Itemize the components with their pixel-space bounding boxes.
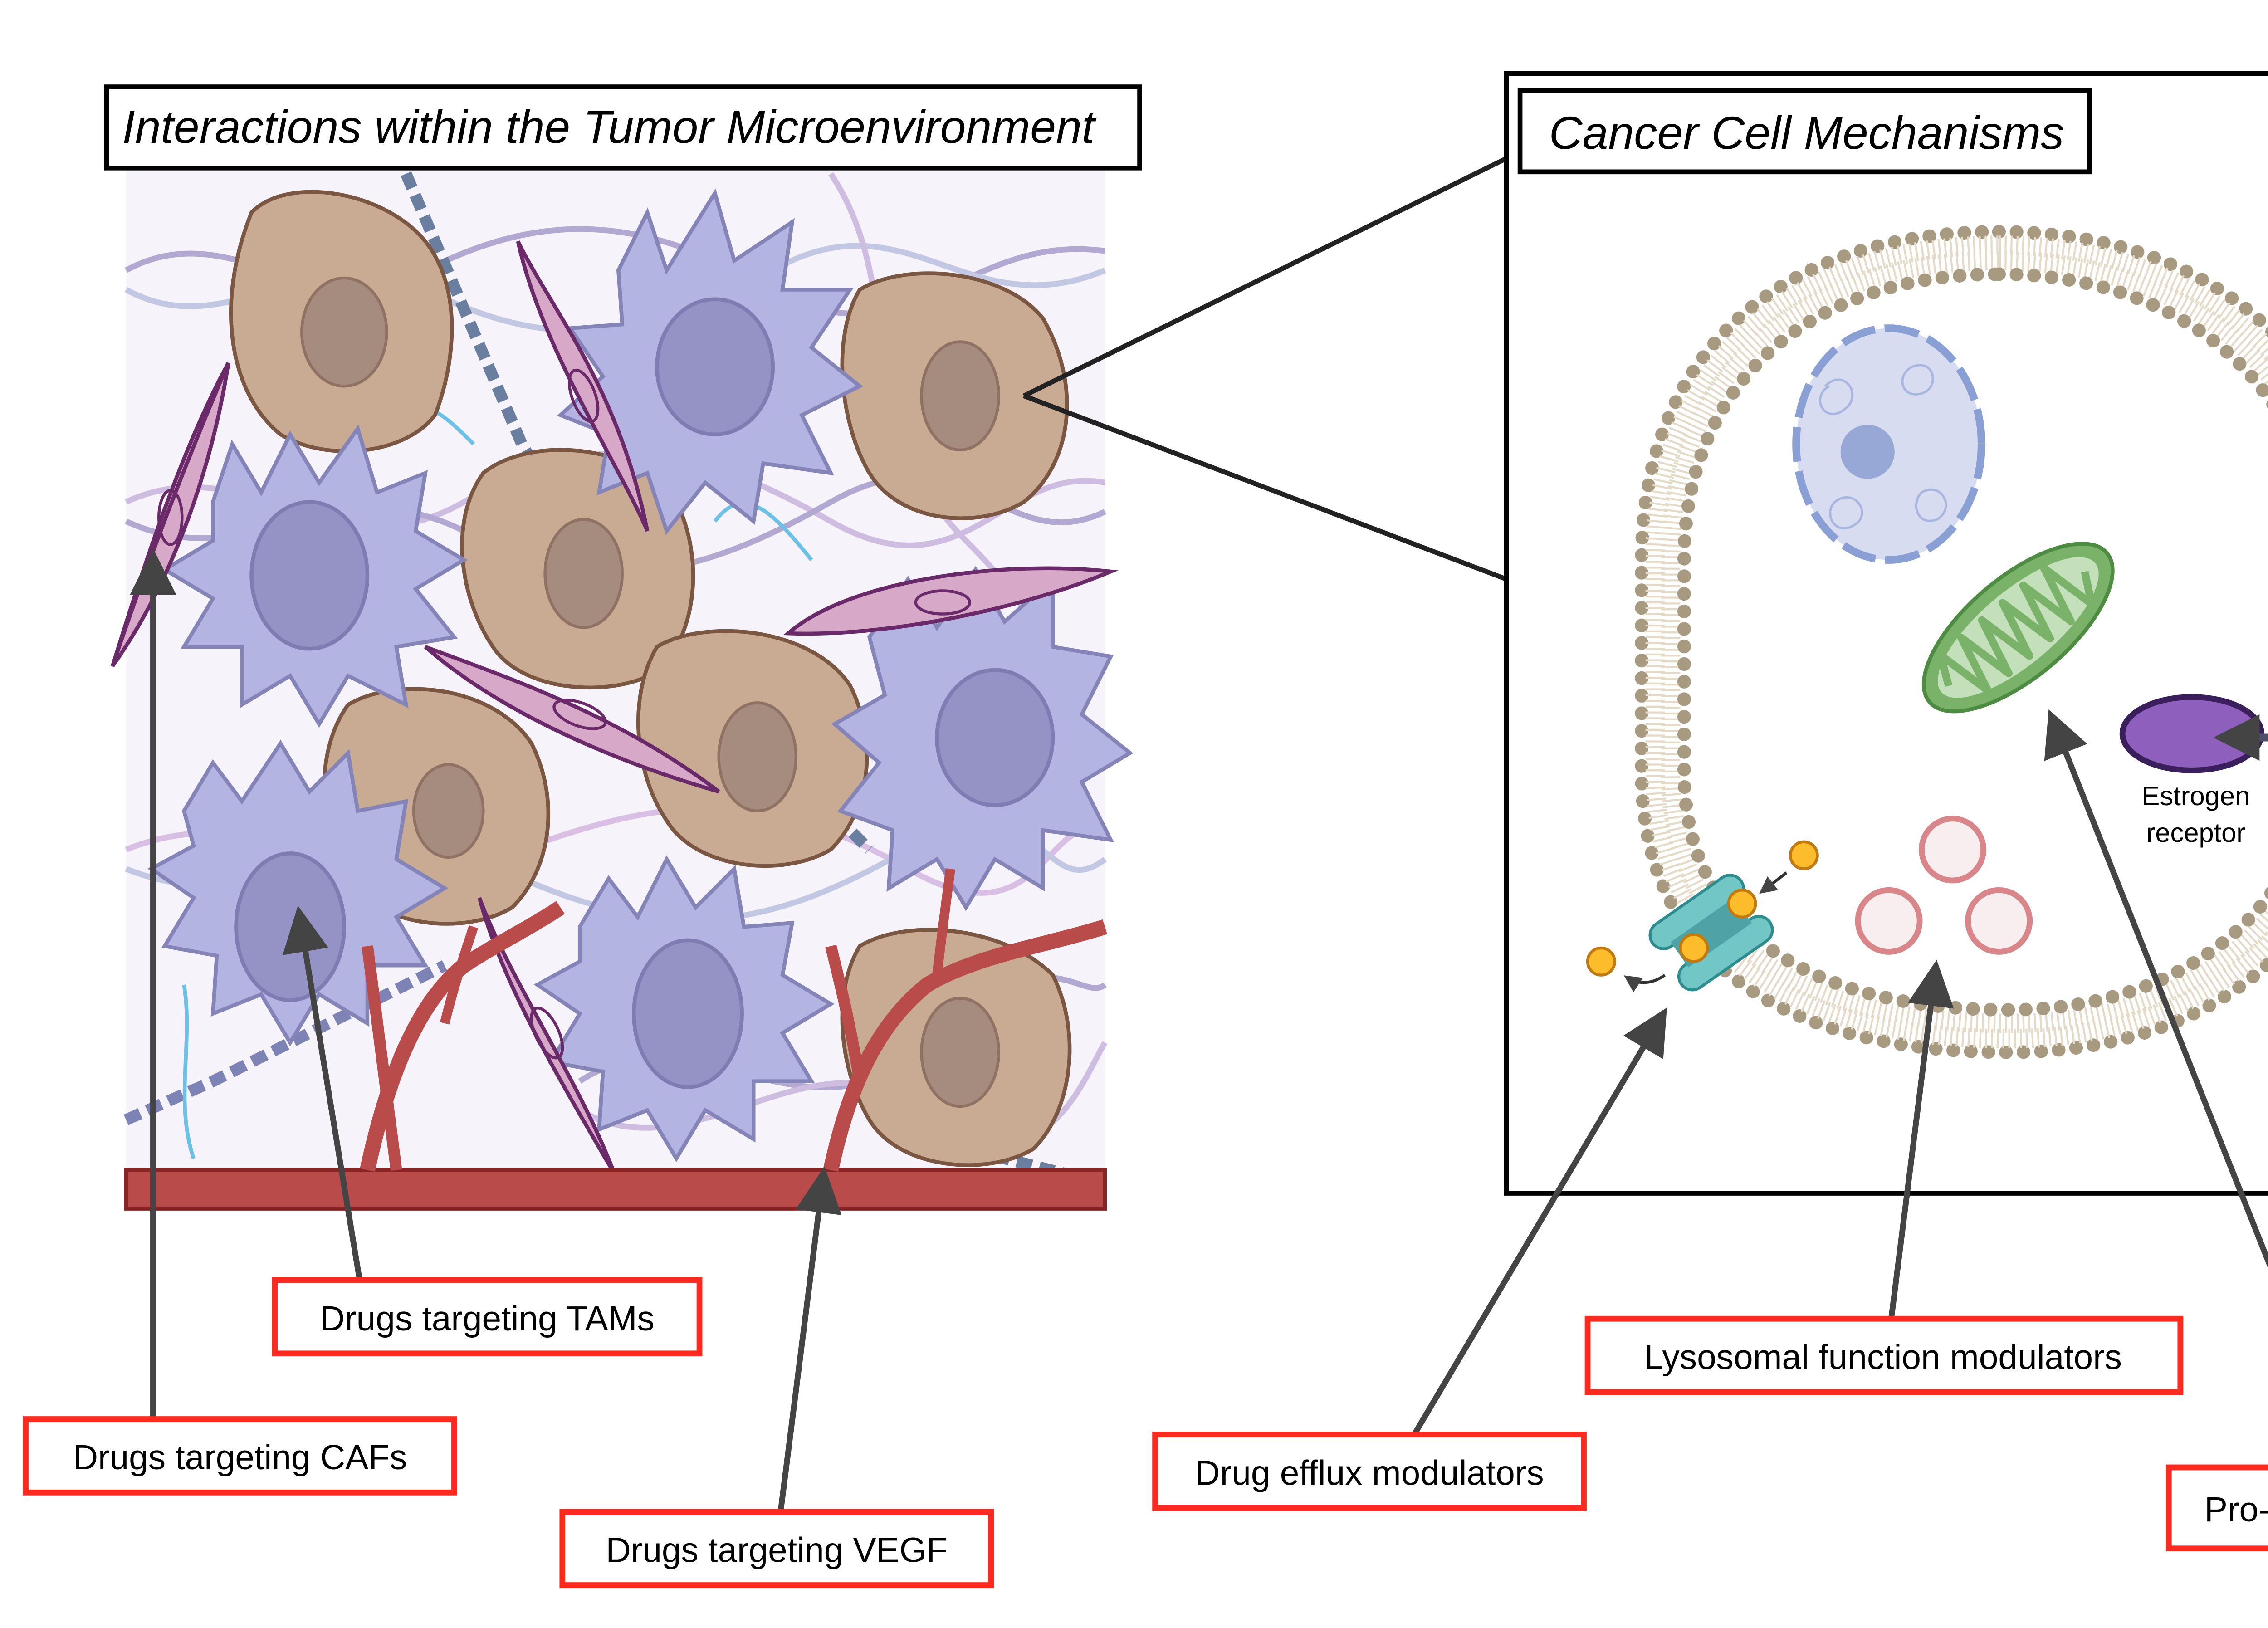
pointer-arrows: [130, 548, 2268, 1512]
label-lysosomal: Lysosomal function modulators: [1584, 1315, 2184, 1395]
tam-cell: [557, 188, 864, 535]
cancer-cell-frame: [1504, 71, 2268, 1196]
estrogen-receptor-label-2: receptor: [2146, 817, 2246, 848]
drug-efflux-arrow: [1623, 973, 1666, 992]
lysosomes: [1855, 816, 2033, 955]
cancer-cell-panel: Estrogen receptor E2: [1504, 71, 2268, 1196]
tam-cell: [161, 424, 468, 728]
blood-vessels: [124, 868, 1107, 1211]
arrow-apoptotic: [2044, 709, 2268, 1269]
zoom-connector-lines: [1022, 156, 1508, 582]
label-caf: Drugs targeting CAFs: [23, 1416, 457, 1496]
tme-title: Interactions within the Tumor Microenvir…: [122, 101, 1096, 153]
tumor-cell: [636, 629, 869, 868]
label-caf-text: Drugs targeting CAFs: [73, 1438, 407, 1477]
tumor-cell: [840, 271, 1069, 520]
ccm-title-box: Cancer Cell Mechanisms: [1517, 88, 2092, 175]
caf-cell: [783, 566, 1119, 636]
label-vegf: Drugs targeting VEGF: [559, 1509, 994, 1588]
ccm-title: Cancer Cell Mechanisms: [1549, 107, 2064, 159]
label-lysosomal-text: Lysosomal function modulators: [1644, 1338, 2122, 1377]
label-efflux-text: Drug efflux modulators: [1195, 1454, 1544, 1492]
tam-cell: [831, 566, 1134, 911]
arrow-tam: [283, 905, 363, 1281]
label-tam-text: Drugs targeting TAMs: [320, 1300, 655, 1338]
label-boxes: Drugs targeting CAFs Drugs targeting TAM…: [23, 1277, 2268, 1588]
mitochondrion: [1921, 542, 2115, 714]
tumor-cell: [229, 190, 454, 454]
label-vegf-text: Drugs targeting VEGF: [606, 1531, 948, 1570]
nucleus: [1792, 324, 1985, 564]
arrow-efflux: [1409, 1007, 1667, 1440]
arrow-lysosomal: [1887, 959, 1954, 1323]
caf-cell: [516, 240, 650, 532]
tumor-microenvironment-panel: Interactions within the Tumor Microenvir…: [104, 84, 1142, 1211]
label-apoptotic-text: Pro-apoptotic drugs: [2204, 1491, 2268, 1529]
label-efflux: Drug efflux modulators: [1152, 1432, 1587, 1511]
label-apoptotic: Pro-apoptotic drugs: [2165, 1464, 2268, 1552]
drug-molecules: [1586, 840, 1819, 977]
arrow-vegf: [777, 1166, 842, 1512]
caf-cell: [424, 645, 720, 794]
tumor-cell: [840, 928, 1072, 1167]
label-tam: Drugs targeting TAMs: [272, 1277, 703, 1357]
estrogen-receptor-label-1: Estrogen: [2142, 781, 2250, 811]
efflux-pump: [1648, 874, 1774, 992]
cell-membrane: [1635, 225, 2268, 1059]
drug-influx-arrow: [1759, 871, 1788, 894]
tme-title-box: Interactions within the Tumor Microenvir…: [104, 84, 1142, 171]
